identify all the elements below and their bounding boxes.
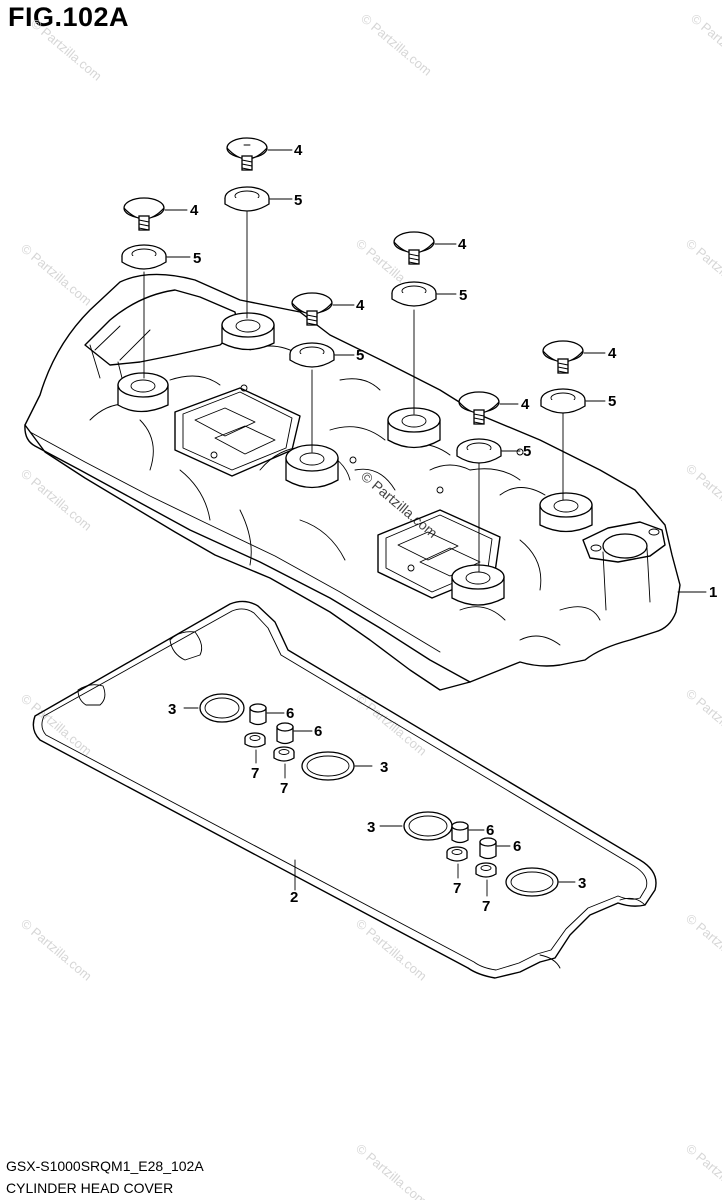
watermark: © Partzilla.com xyxy=(353,916,430,984)
callout-labels: 1 2 3 3 3 3 4 4 4 4 4 4 5 5 5 5 5 5 6 6 … xyxy=(168,142,717,915)
watermark: © Partzilla.com xyxy=(18,916,95,984)
callout-6[interactable]: 6 xyxy=(486,822,494,839)
callout-4[interactable]: 4 xyxy=(356,297,365,314)
callout-7[interactable]: 7 xyxy=(482,898,490,915)
callout-5[interactable]: 5 xyxy=(356,347,364,364)
watermark: © Partzilla.com xyxy=(18,241,95,309)
watermark: © Partzilla.com xyxy=(683,236,722,304)
callout-3[interactable]: 3 xyxy=(578,875,586,892)
watermark: © Partzilla.com xyxy=(688,11,722,79)
watermark: © Partzilla.com xyxy=(683,1141,722,1200)
callout-6[interactable]: 6 xyxy=(314,723,322,740)
watermark-center: © Partzilla.com xyxy=(358,468,441,541)
cover-gasket-drawing xyxy=(32,600,657,979)
watermarks: © Partzilla.com © Partzilla.com © Partzi… xyxy=(18,11,722,1200)
figure-title: FIG.102A xyxy=(8,2,130,32)
callout-3[interactable]: 3 xyxy=(380,759,388,776)
callout-4[interactable]: 4 xyxy=(294,142,303,159)
callout-3[interactable]: 3 xyxy=(168,701,176,718)
callout-1[interactable]: 1 xyxy=(709,584,717,601)
callout-7[interactable]: 7 xyxy=(251,765,259,782)
callout-4[interactable]: 4 xyxy=(521,396,530,413)
figure-footer: GSX-S1000SRQM1_E28_102A CYLINDER HEAD CO… xyxy=(6,1155,204,1199)
cylinder-head-cover-drawing xyxy=(24,273,707,691)
small-seals xyxy=(183,693,576,897)
bolts-and-washers xyxy=(121,137,606,573)
callout-6[interactable]: 6 xyxy=(513,838,521,855)
watermark: © Partzilla.com xyxy=(18,466,95,534)
watermark: © Partzilla.com xyxy=(683,461,722,529)
watermark: © Partzilla.com xyxy=(353,691,430,759)
callout-2[interactable]: 2 xyxy=(290,889,298,906)
callout-4[interactable]: 4 xyxy=(190,202,199,219)
callout-5[interactable]: 5 xyxy=(193,250,201,267)
model-code: GSX-S1000SRQM1_E28_102A xyxy=(6,1158,204,1174)
watermark: © Partzilla.com xyxy=(358,11,435,79)
callout-6[interactable]: 6 xyxy=(286,705,294,722)
callout-5[interactable]: 5 xyxy=(459,287,467,304)
callout-7[interactable]: 7 xyxy=(280,780,288,797)
callout-7[interactable]: 7 xyxy=(453,880,461,897)
callout-3[interactable]: 3 xyxy=(367,819,375,836)
callout-5[interactable]: 5 xyxy=(523,443,531,460)
watermark: © Partzilla.com xyxy=(28,16,105,84)
callout-4[interactable]: 4 xyxy=(608,345,617,362)
watermark: © Partzilla.com xyxy=(683,686,722,754)
watermark: © Partzilla.com xyxy=(683,911,722,979)
watermark: © Partzilla.com xyxy=(353,1141,430,1200)
callout-5[interactable]: 5 xyxy=(294,192,302,209)
section-name: CYLINDER HEAD COVER xyxy=(6,1180,174,1196)
callout-5[interactable]: 5 xyxy=(608,393,616,410)
callout-4[interactable]: 4 xyxy=(458,236,467,253)
